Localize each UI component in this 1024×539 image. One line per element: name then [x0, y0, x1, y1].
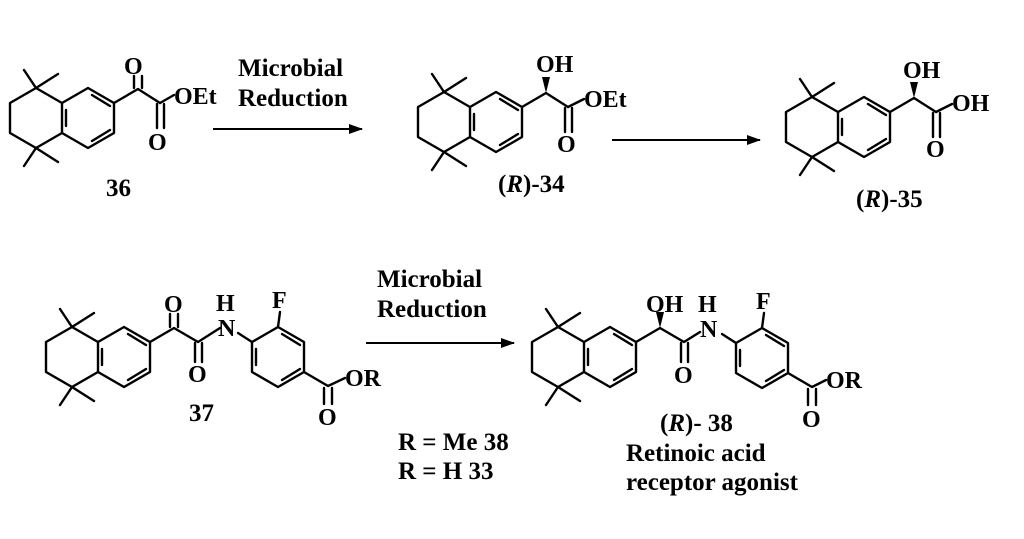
compound-37-nh-n: N: [218, 316, 236, 342]
step3-condition-line2: Reduction: [377, 296, 487, 323]
compound-R38-ester-group: OR: [826, 368, 863, 394]
compound-37-label: 37: [189, 400, 214, 427]
compound-R38-description-line2: receptor agonist: [626, 469, 799, 496]
compound-36-ketone-o: O: [124, 54, 143, 80]
compound-37-ester-o: O: [318, 405, 337, 431]
compound-R35-stereo: R: [863, 186, 881, 213]
compound-36-structure: [8, 68, 176, 168]
compound-36-ester-group: OEt: [174, 84, 217, 110]
compound-R34-structure: [416, 72, 586, 172]
step3-condition-line1: Microbial: [377, 266, 482, 293]
compound-36-label: 36: [106, 175, 131, 202]
compound-R35-acid-o: O: [926, 137, 945, 163]
compound-37-structure: [44, 307, 347, 407]
compound-R35-number: )-35: [881, 186, 923, 213]
compound-R38-structure: [530, 307, 828, 407]
compound-R38-fluoro: F: [756, 289, 771, 315]
compound-37-ketone-o: O: [164, 292, 183, 318]
compound-R34-stereo: R: [505, 171, 523, 198]
compound-R38-ester-o: O: [802, 407, 821, 433]
compound-R34-hydroxyl: OH: [536, 52, 574, 78]
compound-R38-nh-h: H: [698, 292, 717, 318]
compound-R38-number: )- 38: [685, 410, 733, 437]
r-group-me: R = Me 38: [398, 429, 509, 456]
compound-R34-label: (R)-34: [498, 171, 565, 198]
compound-R38-stereo: R: [667, 410, 685, 437]
compound-R35-acid-oh: OH: [952, 91, 990, 117]
compound-R38-amide-o: O: [674, 363, 693, 389]
compound-37-fluoro: F: [272, 288, 287, 314]
compound-R38-description-line1: Retinoic acid: [626, 440, 766, 467]
compound-37-nh-h: H: [216, 291, 235, 317]
compound-37-amide-o: O: [188, 362, 207, 388]
compound-37-ester-group: OR: [345, 366, 382, 392]
compound-R38-nh-n: N: [700, 317, 718, 343]
compound-R35-hydroxyl: OH: [903, 58, 941, 84]
compound-R34-ester-group: OEt: [584, 87, 627, 113]
compound-R38-label: (R)- 38: [660, 410, 733, 437]
compound-R34-ester-o: O: [557, 132, 576, 158]
step1-condition-line1: Microbial: [238, 55, 343, 82]
r-group-h: R = H 33: [398, 458, 494, 485]
step1-condition-line2: Reduction: [238, 85, 348, 112]
compound-36-ester-o: O: [148, 130, 167, 156]
compound-R35-label: (R)-35: [856, 186, 923, 213]
compound-R38-hydroxyl: OH: [646, 292, 684, 318]
compound-R34-number: )-34: [523, 171, 565, 198]
compound-R35-structure: [784, 77, 954, 177]
